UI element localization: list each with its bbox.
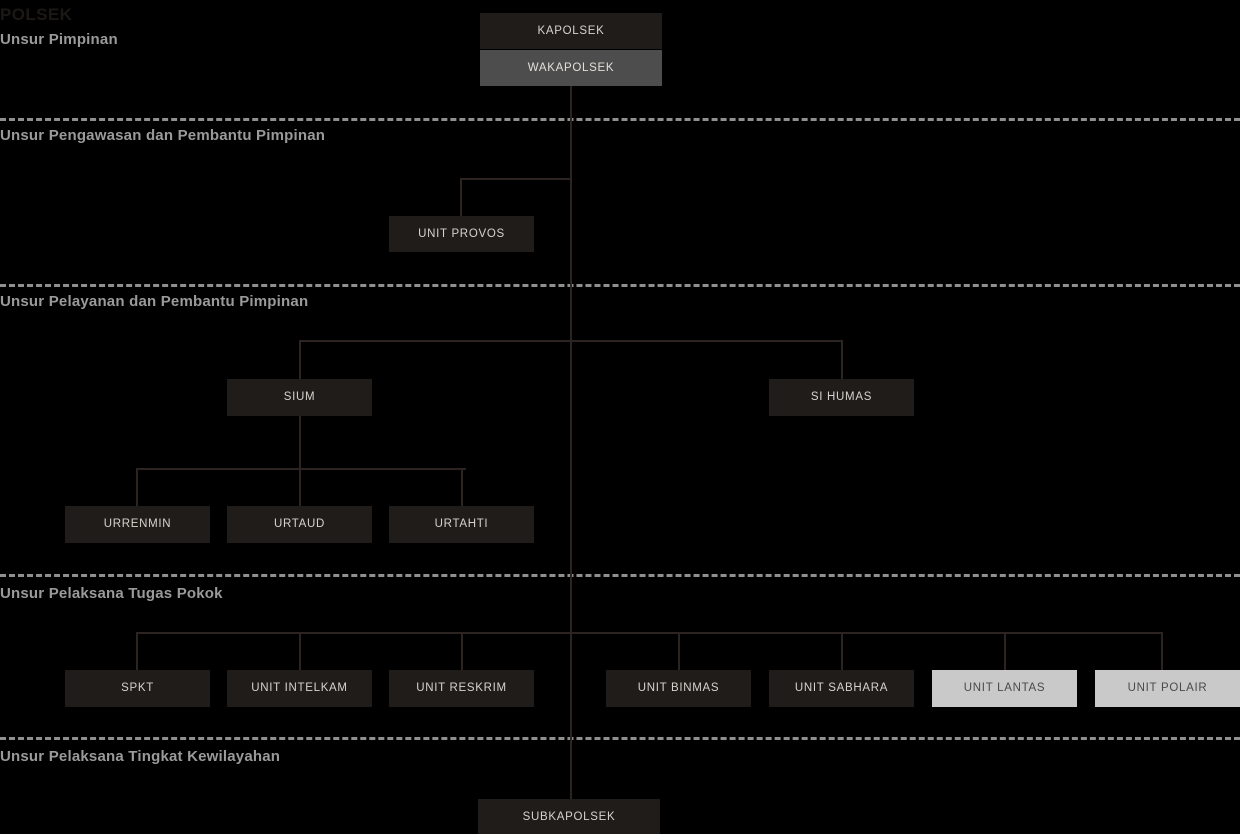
connector-sium-children-bus bbox=[136, 468, 466, 470]
divider-pengawasan-pelayanan bbox=[0, 284, 1240, 287]
connector-reskrim-drop bbox=[461, 632, 463, 670]
connector-pelaksana-bus bbox=[136, 632, 1162, 634]
section-label-pimpinan: Unsur Pimpinan bbox=[0, 31, 118, 48]
node-unit-sabhara[interactable]: UNIT SABHARA bbox=[769, 670, 914, 707]
node-unit-binmas[interactable]: UNIT BINMAS bbox=[606, 670, 751, 707]
connector-intelkam-drop bbox=[299, 632, 301, 670]
node-urtahti[interactable]: URTAHTI bbox=[389, 506, 534, 543]
connector-urtaud-drop bbox=[299, 468, 301, 506]
connector-provos-horizontal bbox=[460, 178, 572, 180]
node-urrenmin[interactable]: URRENMIN bbox=[65, 506, 210, 543]
section-label-kewilayahan: Unsur Pelaksana Tingkat Kewilayahan bbox=[0, 748, 281, 765]
node-unit-intelkam[interactable]: UNIT INTELKAM bbox=[227, 670, 372, 707]
node-urtaud[interactable]: URTAUD bbox=[227, 506, 372, 543]
node-spkt[interactable]: SPKT bbox=[65, 670, 210, 707]
divider-pelayanan-pelaksana bbox=[0, 574, 1240, 577]
node-unit-lantas[interactable]: UNIT LANTAS bbox=[932, 670, 1077, 707]
connector-sium-drop bbox=[299, 340, 301, 379]
connector-polair-drop bbox=[1161, 632, 1163, 670]
connector-spkt-drop bbox=[136, 632, 138, 670]
connector-urrenmin-drop bbox=[136, 468, 138, 506]
node-subkapolsek[interactable]: SUBKAPOLSEK bbox=[478, 799, 660, 834]
connector-sabhara-drop bbox=[841, 632, 843, 670]
divider-pimpinan-pengawasan bbox=[0, 118, 1240, 121]
node-unit-polair[interactable]: UNIT POLAIR bbox=[1095, 670, 1240, 707]
connector-urtahti-drop bbox=[461, 468, 463, 506]
node-si-humas[interactable]: SI HUMAS bbox=[769, 379, 914, 416]
connector-sihumas-drop bbox=[841, 340, 843, 379]
divider-pelaksana-kewilayahan bbox=[0, 737, 1240, 740]
node-unit-reskrim[interactable]: UNIT RESKRIM bbox=[389, 670, 534, 707]
section-label-pelaksana-pokok: Unsur Pelaksana Tugas Pokok bbox=[0, 585, 223, 602]
section-label-pengawasan: Unsur Pengawasan dan Pembantu Pimpinan bbox=[0, 127, 326, 144]
node-sium[interactable]: SIUM bbox=[227, 379, 372, 416]
page-title: POLSEK bbox=[0, 5, 73, 24]
connector-main-spine bbox=[570, 86, 572, 800]
connector-pelayanan-bus bbox=[299, 340, 843, 342]
connector-provos-vertical bbox=[460, 178, 462, 216]
node-kapolsek[interactable]: KAPOLSEK bbox=[480, 13, 662, 49]
section-label-pelayanan: Unsur Pelayanan dan Pembantu Pimpinan bbox=[0, 293, 309, 310]
connector-lantas-drop bbox=[1004, 632, 1006, 670]
node-wakapolsek[interactable]: WAKAPOLSEK bbox=[480, 50, 662, 86]
node-unit-provos[interactable]: UNIT PROVOS bbox=[389, 216, 534, 252]
connector-sium-stem bbox=[299, 416, 301, 469]
connector-binmas-drop bbox=[678, 632, 680, 670]
